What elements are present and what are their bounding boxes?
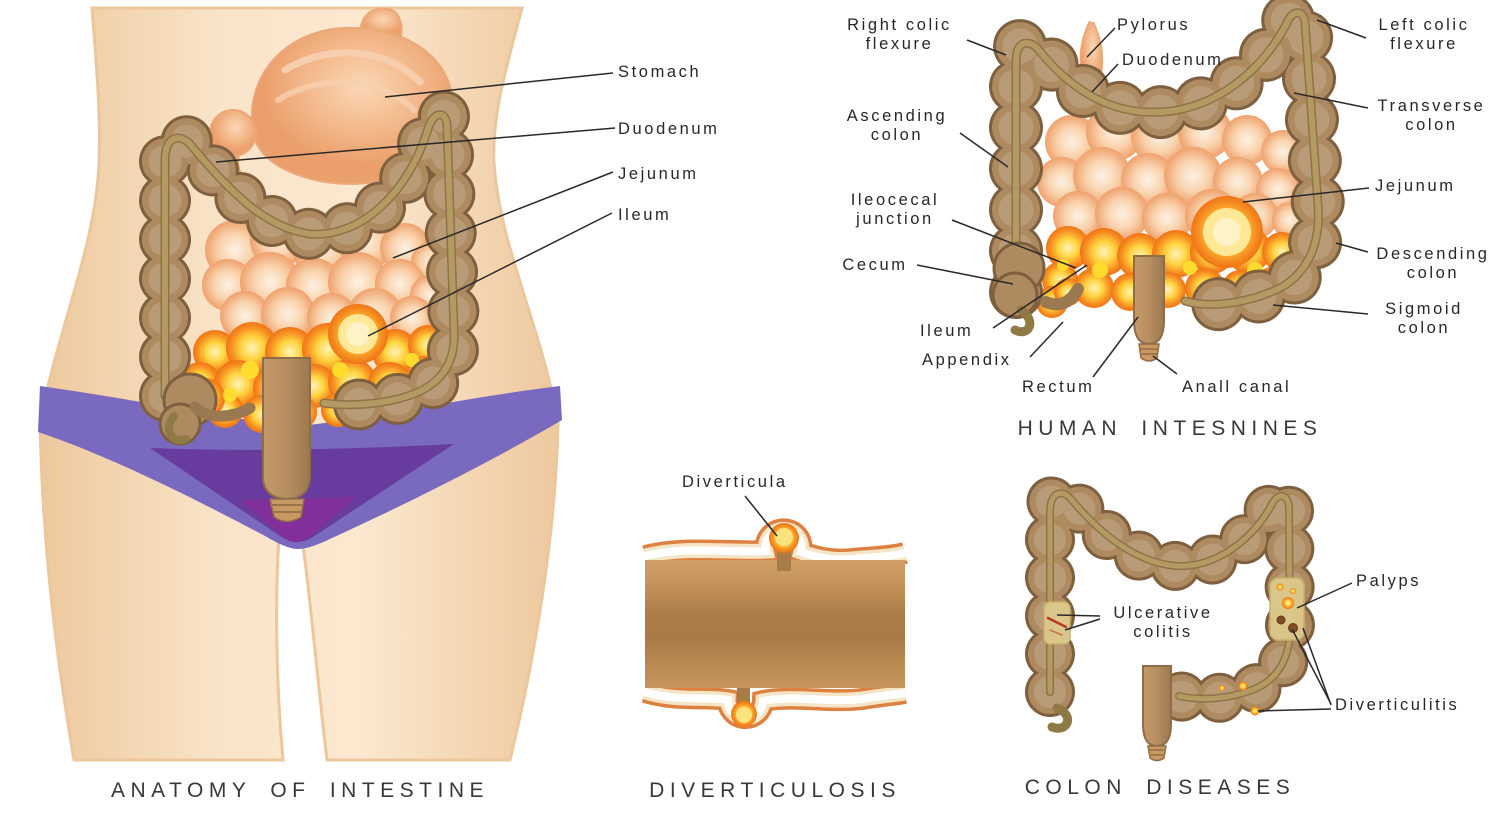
rectum-disease [1142, 665, 1172, 762]
rectum-left [262, 357, 311, 523]
polyps-patch [1269, 577, 1305, 641]
rectum-right [1133, 255, 1165, 362]
diverticulosis-figure [645, 523, 905, 727]
label-ulcerative-colitis: Ulcerative colitis [1113, 604, 1213, 641]
label-right-colic-flexure: Right colic flexure [847, 16, 952, 53]
caption-diverticulosis: DIVERTICULOSIS [649, 779, 901, 802]
label-ileum-left: Ileum [618, 206, 672, 224]
leader-lines [215, 19, 1370, 712]
label-left-colic-flexure: Left colic flexure [1378, 16, 1470, 53]
colon-diseases-figure [1043, 493, 1305, 762]
caption-anatomy-of-intestine: ANATOMY OF INTESTINE [110, 779, 490, 802]
label-rectum: Rectum [1022, 378, 1095, 396]
label-ascending-colon: Ascending colon [846, 107, 948, 144]
human-intestines-figure [991, 13, 1321, 362]
label-transverse-colon: Transverse colon [1377, 97, 1486, 134]
label-ileum-right: Ileum [920, 322, 974, 340]
label-appendix: Appendix [922, 351, 1012, 369]
label-duodenum-left: Duodenum [618, 120, 720, 138]
cecum-appendix-left [158, 372, 256, 446]
label-anal-canal: Anall canal [1182, 378, 1292, 396]
appendix-curl-disease [1047, 703, 1073, 733]
cecum-appendix-right [991, 241, 1084, 337]
label-jejunum-left: Jejunum [618, 165, 699, 183]
label-descending-colon: Descending colon [1376, 245, 1490, 282]
label-duodenum-right: Duodenum [1122, 51, 1224, 69]
appendix-curl-left [165, 412, 190, 444]
caption-colon-diseases: COLON DISEASES [1024, 776, 1296, 799]
caption-human-intestines: HUMAN INTESNINES [1017, 417, 1323, 440]
label-ileocecal-junction: Ileocecal junction [850, 191, 940, 228]
label-polyps: Palyps [1356, 572, 1422, 590]
label-stomach: Stomach [618, 63, 702, 81]
torso-figure [38, 6, 562, 762]
ulcerative-colitis-patch [1043, 601, 1071, 645]
label-diverticulitis: Diverticulitis [1335, 696, 1460, 714]
label-sigmoid-colon: Sigmoid colon [1385, 300, 1463, 337]
label-cecum: Cecum [842, 256, 908, 274]
label-diverticula: Diverticula [682, 473, 788, 491]
label-jejunum-right: Jejunum [1375, 177, 1456, 195]
label-pylorus: Pylorus [1117, 16, 1191, 34]
appendix-curl-right [1010, 305, 1035, 337]
diverticulitis-spots [1219, 681, 1260, 716]
bowel-lumen [645, 560, 905, 688]
